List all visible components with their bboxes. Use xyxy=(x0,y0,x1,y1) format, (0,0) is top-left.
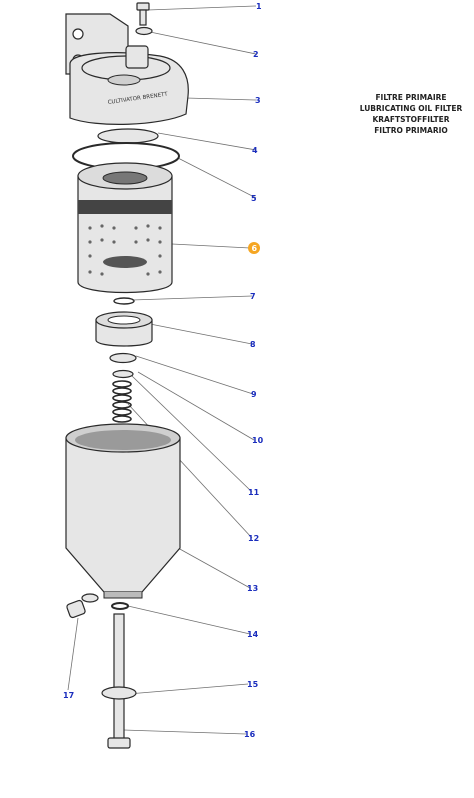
part-6-filter-element xyxy=(77,162,173,294)
callout-10[interactable]: 10 xyxy=(252,436,264,445)
part-17-drain-plug xyxy=(66,593,99,619)
callout-9[interactable]: 9 xyxy=(251,390,257,399)
title-it: FILTRO PRIMARIO xyxy=(374,126,448,135)
callout-6-highlight[interactable]: 6 xyxy=(248,242,260,254)
part-8-collar xyxy=(95,311,153,347)
title-en: LUBRICATING OIL FILTER xyxy=(359,104,463,113)
callout-3[interactable]: 3 xyxy=(255,96,261,105)
callout-2[interactable]: 2 xyxy=(253,50,259,59)
part-13-filter-bowl xyxy=(65,423,181,599)
part-2-washer xyxy=(135,26,153,36)
callout-1[interactable]: 1 xyxy=(256,2,262,11)
callout-14[interactable]: 14 xyxy=(247,630,259,639)
callout-13[interactable]: 13 xyxy=(247,584,258,593)
title-de: KRAFTSTOFFILTER xyxy=(372,115,450,124)
callout-5[interactable]: 5 xyxy=(251,194,257,203)
part-1-bolt xyxy=(136,2,150,26)
callout-17[interactable]: 17 xyxy=(63,691,74,700)
part-12-spring xyxy=(112,380,132,423)
part-15-washer xyxy=(101,686,137,700)
callouts: 1 2 3 4 5 6 7 8 9 10 11 12 13 14 15 16 1… xyxy=(63,2,264,739)
diagram-title-block: FILTRE PRIMAIRE LUBRICATING OIL FILTER K… xyxy=(352,92,470,136)
part-9-washer xyxy=(109,352,137,364)
part-16-center-bolt xyxy=(107,613,131,749)
callout-15[interactable]: 15 xyxy=(247,680,259,689)
part-14-o-ring xyxy=(111,602,129,610)
part-4-gasket xyxy=(97,128,159,144)
callout-8[interactable]: 8 xyxy=(250,340,256,349)
part-3-filter-head: CULTIVATOR BRENETT xyxy=(65,13,189,125)
callout-12[interactable]: 12 xyxy=(248,534,259,543)
part-10-spring-seat xyxy=(112,369,134,379)
callout-7[interactable]: 7 xyxy=(250,292,256,301)
callout-11[interactable]: 11 xyxy=(248,488,260,497)
title-fr: FILTRE PRIMAIRE xyxy=(375,93,447,102)
callout-4[interactable]: 4 xyxy=(252,146,258,155)
callout-6[interactable]: 6 xyxy=(252,244,258,253)
callout-16[interactable]: 16 xyxy=(244,730,256,739)
part-7-ring xyxy=(113,297,135,305)
